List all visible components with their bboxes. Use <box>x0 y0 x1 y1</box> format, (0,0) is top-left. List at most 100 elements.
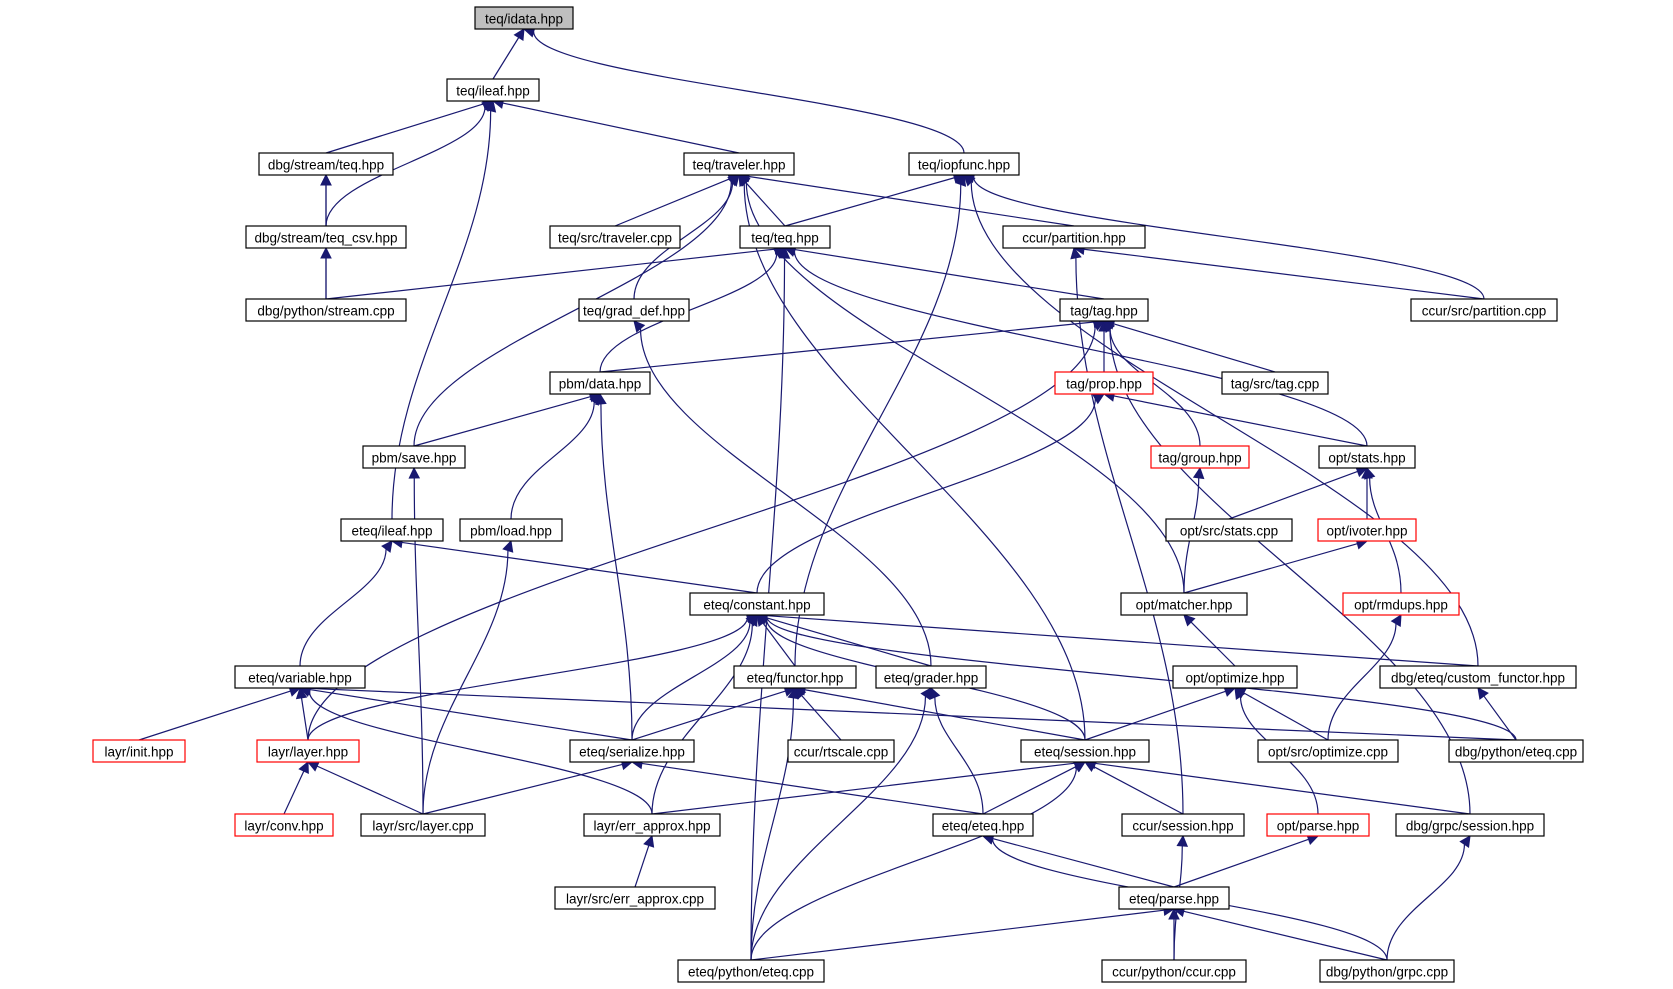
node-dbg-python-stream-cpp[interactable]: dbg/python/stream.cpp <box>245 298 407 322</box>
node-pbm-load-hpp[interactable]: pbm/load.hpp <box>459 518 563 542</box>
edge-line <box>300 697 309 741</box>
edge-errapprox-to-constant <box>651 614 758 815</box>
node-opt-ivoter-hpp[interactable]: opt/ivoter.hpp <box>1317 518 1417 542</box>
node-label: eteq/serialize.hpp <box>579 745 685 760</box>
arrowhead <box>1176 834 1189 847</box>
node-ccur-partition-hpp[interactable]: ccur/partition.hpp <box>1002 225 1146 249</box>
edge-eteqhpp-to-grader <box>929 686 984 815</box>
edge-line <box>1183 543 1358 594</box>
node-ccur-rtscale-cpp[interactable]: ccur/rtscale.cpp <box>787 739 895 763</box>
node-label: opt/src/stats.cpp <box>1180 524 1278 539</box>
node-ccur-session-hpp[interactable]: ccur/session.hpp <box>1121 813 1245 837</box>
node-teq-src-traveler-cpp[interactable]: teq/src/traveler.cpp <box>549 225 681 249</box>
node-layr-src-layer-cpp[interactable]: layr/src/layer.cpp <box>360 813 486 837</box>
node-ccur-python-ccur-cpp[interactable]: ccur/python/ccur.cpp <box>1101 959 1247 983</box>
arrowhead <box>484 99 497 113</box>
edge-layer-to-variable <box>295 686 309 741</box>
node-box <box>1342 592 1460 616</box>
node-teq-teq-hpp[interactable]: teq/teq.hpp <box>739 225 831 249</box>
node-tag-prop-hpp[interactable]: tag/prop.hpp <box>1054 371 1154 395</box>
node-eteq-parse-hpp[interactable]: eteq/parse.hpp <box>1118 886 1230 910</box>
node-dbg-stream-teq-csv-hpp[interactable]: dbg/stream/teq_csv.hpp <box>245 225 407 249</box>
edge-line <box>422 550 509 815</box>
edge-line <box>309 687 1517 741</box>
arrowhead <box>1364 466 1376 480</box>
node-tag-src-tag-cpp[interactable]: tag/src/tag.cpp <box>1221 371 1329 395</box>
arrowhead <box>1092 393 1105 405</box>
edge-pbmdata-to-tag <box>599 316 1106 373</box>
arrowhead <box>1070 246 1082 260</box>
node-teq-iopfunc-hpp[interactable]: teq/iopfunc.hpp <box>908 152 1020 176</box>
arrowhead <box>1192 466 1205 480</box>
node-eteq-variable-hpp[interactable]: eteq/variable.hpp <box>234 665 366 689</box>
edge-line <box>992 838 1175 888</box>
node-pbm-data-hpp[interactable]: pbm/data.hpp <box>549 371 651 395</box>
edge-iopfunc-to-idata <box>522 26 965 154</box>
node-label: eteq/eteq.hpp <box>942 819 1025 834</box>
node-eteq-session-hpp[interactable]: eteq/session.hpp <box>1020 739 1150 763</box>
edge-line <box>970 181 1479 667</box>
node-box <box>1410 298 1558 322</box>
node-layr-init-hpp[interactable]: layr/init.hpp <box>92 739 186 763</box>
node-eteq-python-eteq-cpp[interactable]: eteq/python/eteq.cpp <box>677 959 825 983</box>
node-teq-idata-hpp[interactable]: teq/idata.hpp <box>474 6 574 30</box>
node-layr-err-approx-hpp[interactable]: layr/err_approx.hpp <box>583 813 721 837</box>
edge-grpcsession-to-session <box>1083 757 1471 815</box>
arrowhead <box>738 174 750 187</box>
node-dbg-eteq-custom-functor-hpp[interactable]: dbg/eteq/custom_functor.hpp <box>1379 665 1577 689</box>
edge-line <box>1483 695 1517 741</box>
node-box <box>689 592 825 616</box>
arrowhead <box>1183 614 1196 627</box>
edge-session-to-optimize <box>1084 685 1237 741</box>
edge-line <box>804 689 1086 741</box>
arrowhead <box>295 686 308 700</box>
node-opt-optimize-hpp[interactable]: opt/optimize.hpp <box>1172 665 1298 689</box>
node-teq-grad-def-hpp[interactable]: teq/grad_def.hpp <box>578 298 690 322</box>
node-pbm-save-hpp[interactable]: pbm/save.hpp <box>362 445 466 469</box>
arrowhead <box>408 466 421 479</box>
node-teq-ileaf-hpp[interactable]: teq/ileaf.hpp <box>446 78 540 102</box>
node-opt-matcher-hpp[interactable]: opt/matcher.hpp <box>1120 592 1248 616</box>
arrowhead <box>513 28 525 41</box>
arrowhead <box>1459 835 1471 848</box>
node-opt-src-stats-cpp[interactable]: opt/src/stats.cpp <box>1165 518 1293 542</box>
edge-line <box>309 688 633 741</box>
node-dbg-grpc-session-hpp[interactable]: dbg/grpc/session.hpp <box>1395 813 1545 837</box>
node-opt-parse-hpp[interactable]: opt/parse.hpp <box>1266 813 1370 837</box>
edge-pystream-to-teqhpp <box>325 243 787 300</box>
node-layr-src-err-approx-cpp[interactable]: layr/src/err_approx.cpp <box>554 886 716 910</box>
node-label: opt/rmdups.hpp <box>1354 598 1448 613</box>
edge-pbmsave-to-traveler <box>413 174 740 447</box>
edge-serialize-to-functor <box>631 685 797 741</box>
node-box <box>1319 959 1455 983</box>
node-opt-src-optimize-cpp[interactable]: opt/src/optimize.cpp <box>1257 739 1399 763</box>
node-eteq-serialize-hpp[interactable]: eteq/serialize.hpp <box>569 739 695 763</box>
node-eteq-eteq-hpp[interactable]: eteq/eteq.hpp <box>932 813 1034 837</box>
edge-line <box>743 183 1086 741</box>
node-dbg-python-eteq-cpp[interactable]: dbg/python/eteq.cpp <box>1448 739 1584 763</box>
node-layr-conv-hpp[interactable]: layr/conv.hpp <box>234 813 334 837</box>
node-ccur-src-partition-cpp[interactable]: ccur/src/partition.cpp <box>1410 298 1558 322</box>
edge-serialize-to-pbmdata <box>595 392 633 741</box>
node-dbg-python-grpc-cpp[interactable]: dbg/python/grpc.cpp <box>1319 959 1455 983</box>
edge-line <box>762 622 796 667</box>
node-layr-layer-hpp[interactable]: layr/layer.hpp <box>256 739 360 763</box>
arrowhead <box>1103 320 1115 333</box>
edge-layercpp-to-pbmload <box>422 539 514 815</box>
node-teq-traveler-hpp[interactable]: teq/traveler.hpp <box>683 152 795 176</box>
node-dbg-stream-teq-hpp[interactable]: dbg/stream/teq.hpp <box>258 152 394 176</box>
edge-line <box>1083 248 1485 300</box>
node-box <box>1002 225 1146 249</box>
node-box <box>569 739 695 763</box>
node-eteq-constant-hpp[interactable]: eteq/constant.hpp <box>689 592 825 616</box>
node-eteq-ileaf-hpp[interactable]: eteq/ileaf.hpp <box>340 518 444 542</box>
node-tag-tag-hpp[interactable]: tag/tag.hpp <box>1059 298 1149 322</box>
node-eteq-functor-hpp[interactable]: eteq/functor.hpp <box>733 665 857 689</box>
node-tag-group-hpp[interactable]: tag/group.hpp <box>1150 445 1250 469</box>
node-eteq-grader-hpp[interactable]: eteq/grader.hpp <box>875 665 987 689</box>
node-opt-rmdups-hpp[interactable]: opt/rmdups.hpp <box>1342 592 1460 616</box>
edge-line <box>325 248 776 300</box>
edge-layer-to-constant <box>307 612 759 741</box>
node-opt-stats-hpp[interactable]: opt/stats.hpp <box>1318 445 1416 469</box>
node-box <box>245 225 407 249</box>
